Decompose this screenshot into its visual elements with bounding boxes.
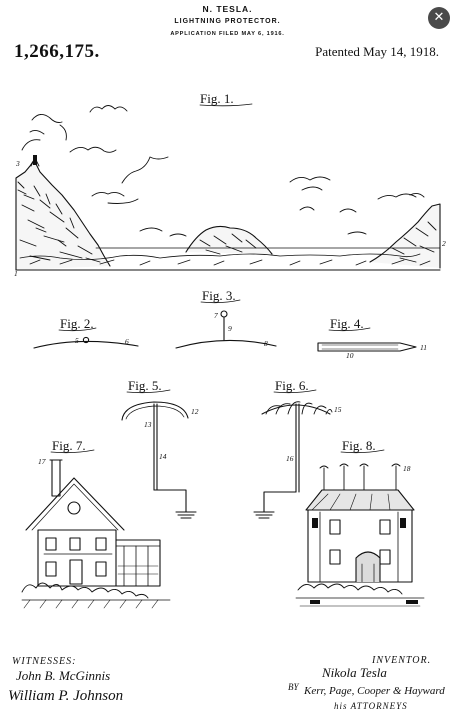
ref-12: 12: [191, 407, 199, 416]
fig-5-label: Fig. 5.: [128, 378, 162, 393]
witnesses-label: WITNESSES:: [12, 656, 76, 667]
by-label: BY: [288, 682, 299, 692]
ref-3: 3: [15, 159, 20, 168]
ref-8: 8: [264, 339, 268, 348]
patent-number: 1,266,175.: [14, 41, 100, 62]
ref-10: 10: [346, 351, 354, 360]
fig-4-label: Fig. 4.: [330, 316, 364, 331]
figure-3: Fig. 3. 7 9 8: [175, 288, 277, 349]
ref-14: 14: [159, 452, 167, 461]
ref-11: 11: [420, 343, 427, 352]
fig-7-label: Fig. 7.: [52, 438, 86, 453]
mountain-right: [369, 203, 441, 269]
filing-date: APPLICATION FILED MAY 6, 1916.: [170, 31, 285, 37]
ref-1: 1: [14, 269, 18, 278]
figure-4: Fig. 4. 10 11: [317, 316, 427, 360]
inventor-label: INVENTOR.: [371, 655, 431, 666]
fig-3-label: Fig. 3.: [202, 288, 236, 303]
ref-7: 7: [214, 311, 218, 320]
figure-2: Fig. 2. 5 6: [33, 316, 139, 349]
ref-18: 18: [403, 464, 411, 473]
figure-1: Fig. 1.: [14, 91, 446, 278]
ref-2: 2: [442, 239, 446, 248]
figure-6: Fig. 6. 15 16: [253, 378, 342, 519]
ref-15: 15: [334, 405, 342, 414]
inventor-name: N. TESLA.: [202, 4, 253, 14]
fig-1-label: Fig. 1.: [200, 91, 234, 106]
fig-6-label: Fig. 6.: [275, 378, 309, 393]
witness-1-signature: John B. McGinnis: [16, 668, 110, 683]
ref-17: 17: [38, 457, 46, 466]
hill-middle: [185, 225, 273, 255]
signatures: WITNESSES: John B. McGinnis William P. J…: [8, 655, 445, 711]
figure-8: Fig. 8. 18: [295, 438, 425, 607]
ref-16: 16: [286, 454, 294, 463]
close-icon[interactable]: ✕: [428, 7, 450, 29]
patent-date: Patented May 14, 1918.: [315, 44, 439, 59]
inventor-signature: Nikola Tesla: [321, 665, 387, 680]
figure-7: Fig. 7. 17: [21, 438, 171, 609]
witness-2-signature: William P. Johnson: [8, 688, 123, 704]
ground: [15, 247, 441, 271]
ref-9: 9: [228, 324, 232, 333]
ref-5: 5: [75, 336, 79, 345]
fig-8-label: Fig. 8.: [342, 438, 376, 453]
attorneys-label: his ATTORNEYS: [334, 701, 408, 711]
attorneys-signature: Kerr, Page, Cooper & Hayward: [303, 685, 445, 697]
figure-5: Fig. 5. 12 13 14: [121, 378, 199, 519]
mountain-left: [15, 155, 111, 271]
ref-6: 6: [125, 337, 129, 346]
fig-2-label: Fig. 2.: [60, 316, 94, 331]
patent-title: LIGHTNING PROTECTOR.: [174, 18, 281, 25]
ref-13: 13: [144, 420, 152, 429]
clouds: [21, 105, 425, 237]
